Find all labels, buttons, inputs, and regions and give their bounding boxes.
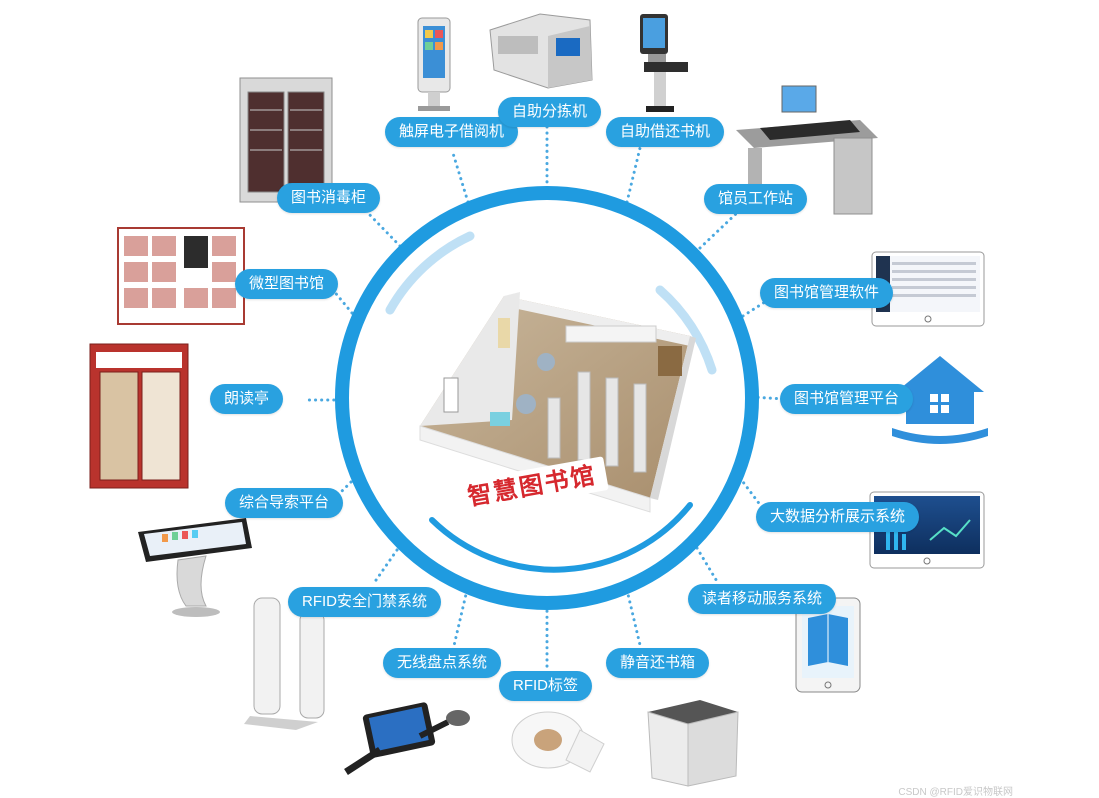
reading-kiosk-illustration	[89, 343, 189, 489]
label-touch-reader[interactable]: 触屏电子借阅机	[385, 117, 519, 147]
label-mobile-service[interactable]: 读者移动服务系统	[688, 584, 837, 614]
self-checkout-illustration	[640, 14, 688, 112]
touch-reader-illustration	[417, 17, 451, 111]
rfid-tag-roll-illustration	[511, 711, 605, 773]
silent-returnbox-illustration	[647, 700, 739, 787]
label-library-platform[interactable]: 图书馆管理平台	[780, 384, 914, 414]
disinfection-cabinet-illustration	[239, 77, 333, 203]
platform-house-icon	[892, 356, 988, 444]
label-wireless-inventory[interactable]: 无线盘点系统	[383, 648, 502, 678]
rfid-gate-illustration	[244, 597, 325, 730]
label-bigdata-display[interactable]: 大数据分析展示系统	[756, 502, 920, 532]
label-reading-kiosk[interactable]: 朗读亭	[210, 384, 284, 414]
library-room-illustration	[419, 292, 696, 513]
label-self-checkout[interactable]: 自助借还书机	[606, 117, 725, 147]
inventory-reader-illustration	[344, 702, 470, 775]
search-kiosk-illustration	[138, 518, 252, 617]
watermark: CSDN @RFID爱识物联网	[898, 787, 1013, 798]
label-rfid-tag[interactable]: RFID标签	[499, 671, 592, 701]
label-micro-library[interactable]: 微型图书馆	[235, 269, 339, 299]
micro-library-illustration	[117, 227, 245, 325]
label-silent-returnbox[interactable]: 静音还书箱	[606, 648, 710, 678]
label-librarian-workstation[interactable]: 馆员工作站	[704, 184, 808, 214]
label-disinfection-cabinet[interactable]: 图书消毒柜	[277, 183, 381, 213]
label-search-platform[interactable]: 综合导索平台	[225, 488, 344, 518]
label-library-software[interactable]: 图书馆管理软件	[760, 278, 894, 308]
auto-sorter-illustration	[489, 13, 593, 89]
label-rfid-gate[interactable]: RFID安全门禁系统	[288, 587, 441, 617]
label-auto-sorter[interactable]: 自助分拣机	[498, 97, 602, 127]
mobile-tablet-illustration	[795, 597, 861, 693]
librarian-workstation-illustration	[736, 85, 878, 215]
